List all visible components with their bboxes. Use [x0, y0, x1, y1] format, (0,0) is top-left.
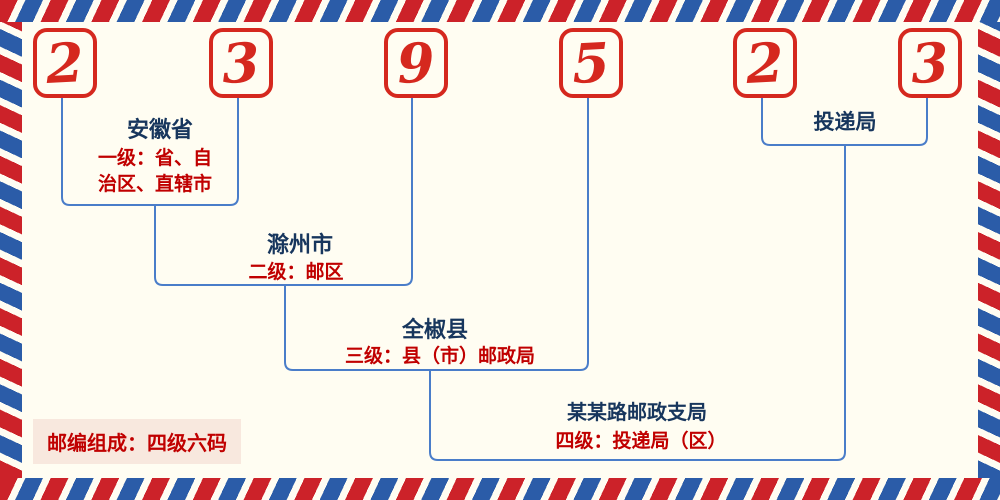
airmail-border-left	[0, 22, 22, 478]
airmail-border-right	[978, 22, 1000, 478]
digit-1: 2	[44, 30, 86, 96]
digit-6: 3	[909, 30, 951, 96]
digit-box-1: 2	[33, 28, 97, 98]
airmail-border-bottom	[0, 478, 1000, 500]
digit-box-2: 3	[209, 28, 273, 98]
digit-4: 5	[570, 30, 612, 96]
digit-3: 9	[395, 30, 437, 96]
level2-region-name: 滁州市	[266, 233, 334, 258]
digit-box-4: 5	[559, 28, 623, 98]
level1-region-name: 安徽省	[126, 118, 194, 143]
delivery-bureau-label: 投递局	[813, 110, 877, 134]
level1-description-line2: 治区、直辖市	[97, 173, 213, 195]
level3-description: 三级：县（市）邮政局	[344, 345, 536, 367]
level4-description: 四级：投递局（区）	[555, 430, 727, 452]
level1-description-line1: 一级：省、自	[97, 147, 213, 169]
level4-branch-name: 某某路邮政支局	[567, 400, 707, 424]
level3-region-name: 全椒县	[401, 318, 469, 343]
digit-box-3: 9	[384, 28, 448, 98]
digit-2: 3	[220, 30, 262, 96]
level2-description: 二级：邮区	[248, 261, 344, 283]
digit-box-5: 2	[733, 28, 797, 98]
airmail-border-top	[0, 0, 1000, 22]
digit-5: 2	[744, 30, 786, 96]
digit-box-6: 3	[898, 28, 962, 98]
postal-code-composition-note: 邮编组成：四级六码	[33, 419, 241, 464]
